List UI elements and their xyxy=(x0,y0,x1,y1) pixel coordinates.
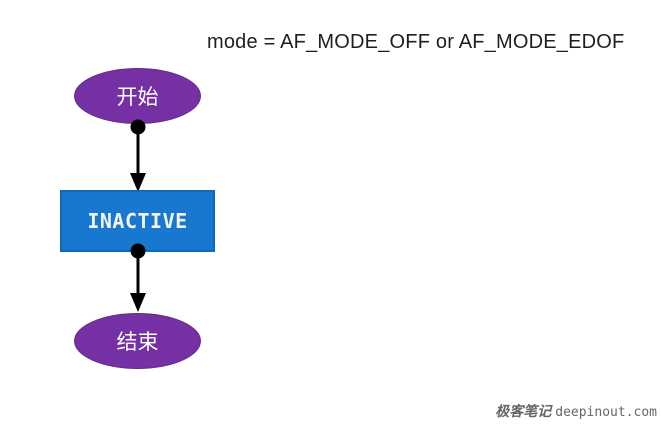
watermark-chinese-text: 极客笔记 xyxy=(495,404,552,420)
arrowhead-icon xyxy=(130,173,146,192)
arrow-inactive-to-end xyxy=(130,243,146,312)
diagram-title: mode = AF_MODE_OFF or AF_MODE_EDOF xyxy=(207,31,625,53)
watermark-site-text: deepinout.com xyxy=(555,405,657,420)
arrowhead-icon xyxy=(130,293,146,312)
end-node: 结束 xyxy=(74,313,201,369)
end-node-label: 结束 xyxy=(116,331,159,354)
start-node: 开始 xyxy=(74,68,201,124)
inactive-node-label: INACTIVE xyxy=(87,209,188,233)
arrow-start-to-inactive xyxy=(130,119,146,192)
start-node-label: 开始 xyxy=(116,86,159,109)
